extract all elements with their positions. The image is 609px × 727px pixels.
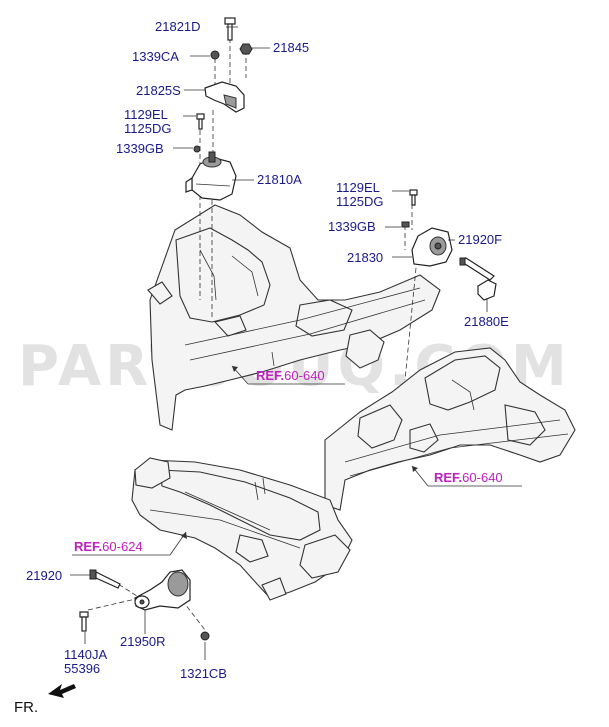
- label-21920f[interactable]: 21920F: [458, 232, 502, 247]
- left-side-member: [147, 204, 441, 431]
- mount-21950r: [134, 569, 191, 611]
- part-labels: 21821D 1339CA 21845 21825S 1129EL 1125DG…: [26, 19, 509, 681]
- ref-60-640-left[interactable]: REF.60-640: [256, 368, 325, 383]
- label-21810a[interactable]: 21810A: [257, 172, 302, 187]
- label-1140ja[interactable]: 1140JA: [64, 647, 107, 662]
- ref-60-624[interactable]: REF.60-624: [74, 539, 143, 554]
- ref-number: 60-640: [462, 470, 502, 485]
- leader-lines: [70, 26, 522, 660]
- nut-1339gb-right: [401, 221, 410, 228]
- label-1125dg-left[interactable]: 1125DG: [124, 121, 171, 136]
- label-21920[interactable]: 21920: [26, 568, 62, 583]
- label-21880e[interactable]: 21880E: [464, 314, 509, 329]
- bolt-1129el: [196, 113, 205, 130]
- transmission-mount-right: [401, 189, 497, 381]
- label-1339gb-left[interactable]: 1339GB: [116, 141, 164, 156]
- engine-mount-top: [185, 17, 253, 320]
- label-21821d[interactable]: 21821D: [155, 19, 201, 34]
- ref-prefix: REF.: [256, 368, 284, 383]
- nut-1339ca: [210, 50, 220, 60]
- label-21825s[interactable]: 21825S: [136, 83, 181, 98]
- front-arrow-icon: [48, 684, 76, 698]
- label-1125dg-right[interactable]: 1125DG: [336, 194, 383, 209]
- label-55396[interactable]: 55396: [64, 661, 100, 676]
- nut-21845: [239, 43, 253, 55]
- reference-labels: REF.60-640 REF.60-640 REF.60-624: [74, 368, 503, 554]
- label-1321cb[interactable]: 1321CB: [180, 666, 227, 681]
- ref-prefix: REF.: [74, 539, 102, 554]
- label-1339ca[interactable]: 1339CA: [132, 49, 179, 64]
- nut-1321cb: [200, 631, 210, 641]
- ref-number: 60-624: [102, 539, 142, 554]
- front-label: FR.: [14, 699, 38, 716]
- bolt-1140ja: [79, 611, 89, 632]
- roll-mount-rear: [79, 569, 210, 641]
- mount-21810a: [185, 151, 237, 201]
- nut-1339gb-left: [193, 145, 201, 153]
- bolt-21920f: [459, 257, 495, 281]
- bracket-21880e: [477, 279, 497, 301]
- label-21830[interactable]: 21830: [347, 250, 383, 265]
- ref-number: 60-640: [284, 368, 324, 383]
- front-direction-indicator: FR.: [14, 684, 76, 716]
- bolt-1129el-right: [409, 189, 418, 206]
- label-1129el-right[interactable]: 1129EL: [336, 180, 380, 195]
- ref-60-640-right[interactable]: REF.60-640: [434, 470, 503, 485]
- sub-frame-crossmember: [131, 457, 353, 601]
- bolt-21920: [89, 569, 121, 589]
- bracket-21825s: [204, 81, 245, 113]
- label-21845[interactable]: 21845: [273, 40, 309, 55]
- ref-prefix: REF.: [434, 470, 462, 485]
- label-21950r[interactable]: 21950R: [120, 634, 166, 649]
- label-1339gb-right[interactable]: 1339GB: [328, 219, 376, 234]
- label-1129el-left[interactable]: 1129EL: [124, 107, 168, 122]
- right-side-member: [324, 347, 576, 511]
- mount-21830: [411, 227, 453, 267]
- bolt-21821d: [224, 17, 236, 41]
